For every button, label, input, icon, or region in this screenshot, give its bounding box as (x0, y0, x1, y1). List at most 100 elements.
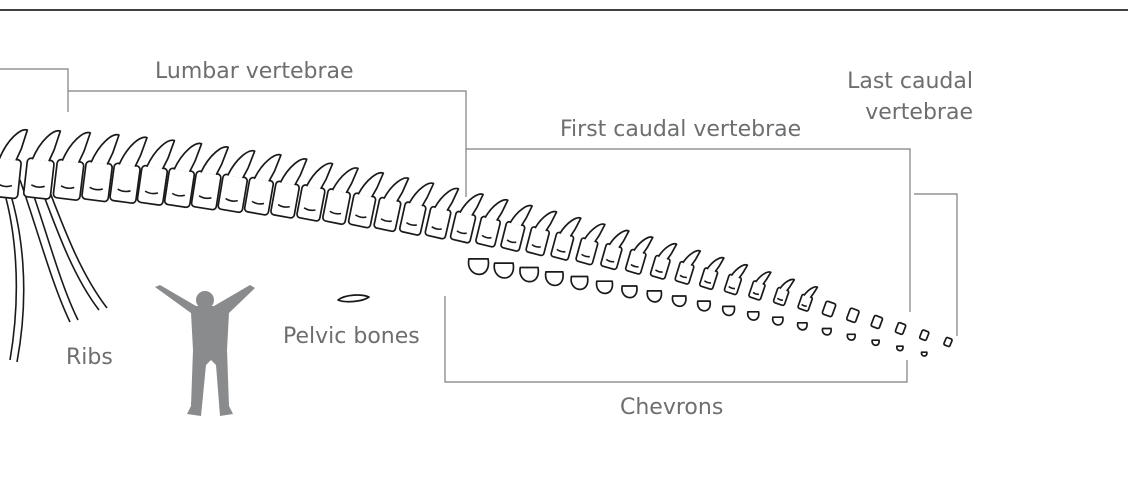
vertebra (822, 301, 836, 317)
neural-spine (384, 174, 409, 203)
chevron-bone (773, 317, 783, 325)
vertebra-body (374, 197, 402, 232)
last-caudal-label-line2: vertebrae (865, 100, 973, 125)
chevron-bone (622, 286, 637, 298)
vertebra (576, 219, 605, 265)
neural-spine (119, 134, 147, 167)
neural-spine (485, 196, 508, 222)
chevron-bone (897, 346, 903, 350)
vertebra-body (944, 337, 953, 347)
chevron-bone (546, 272, 564, 286)
first-caudal-vertebrae-label: First caudal vertebrae (560, 117, 801, 142)
chevron-bone (921, 352, 926, 356)
human-silhouette-icon (155, 285, 255, 416)
neural-spine (409, 179, 433, 207)
chevron-bone (469, 259, 489, 274)
neural-spine (280, 155, 306, 186)
vertebra (724, 261, 747, 296)
neural-spine (535, 208, 557, 233)
vertebra-body (82, 161, 113, 202)
vertebra-body (137, 165, 168, 205)
vertebra-body (871, 315, 883, 329)
vertebra-body (23, 158, 54, 200)
neural-spine (147, 137, 175, 170)
vertebra (650, 239, 677, 280)
vertebra (748, 268, 770, 301)
vertebra-body (244, 177, 274, 215)
vertebra (798, 283, 818, 312)
chevrons-label: Chevrons (620, 395, 723, 420)
vertebra (773, 276, 794, 307)
neural-spine (307, 160, 333, 191)
chevron-bone (571, 277, 588, 290)
chevron-bones (469, 259, 927, 356)
chevron-bone (798, 323, 807, 330)
neural-spine (174, 140, 201, 173)
neural-spine (510, 202, 532, 227)
neural-spine (228, 147, 255, 179)
pelvic-bones-label: Pelvic bones (283, 324, 420, 349)
rib (20, 180, 70, 322)
neural-spine (560, 214, 581, 238)
vertebra (919, 330, 929, 341)
chevron-bone (822, 329, 831, 335)
vertebra (675, 246, 701, 285)
vertebra-body (53, 159, 84, 200)
vertebra (625, 233, 653, 275)
vertebra-body (0, 157, 21, 199)
lumbar-vertebrae-label: Lumbar vertebrae (155, 59, 354, 84)
neural-spine (91, 132, 119, 166)
vertebra-body (322, 188, 351, 224)
ribs (0, 178, 107, 362)
vertebra (600, 226, 629, 270)
chevron-bone (647, 291, 661, 302)
neural-spine (254, 151, 281, 183)
vertebra-body (919, 330, 929, 341)
neural-spine (201, 144, 228, 176)
vertebra-body (425, 206, 452, 239)
vertebra-body (218, 174, 248, 213)
vertebra (895, 322, 906, 335)
chevron-bone (597, 281, 613, 293)
chevron-bone (748, 312, 759, 320)
vertebra-body (450, 211, 476, 243)
vertebra-body (191, 171, 221, 210)
chevron-bone (723, 306, 735, 315)
pelvic-bone (338, 295, 369, 302)
vertebra-body (164, 168, 195, 208)
chevron-bone (494, 263, 513, 278)
ribs-label: Ribs (66, 345, 113, 370)
vertebra-body (846, 308, 859, 323)
chevron-bone (698, 301, 711, 311)
neural-spine (585, 220, 605, 243)
vertebra (871, 315, 883, 329)
vertebra (551, 213, 581, 261)
vertebra-body (822, 301, 836, 317)
vertebra (944, 337, 953, 347)
neural-spine (435, 185, 459, 213)
chevron-bone (672, 296, 686, 306)
neural-spine (0, 127, 27, 161)
vertebra-body (270, 181, 299, 219)
vertebra-body (296, 184, 325, 221)
vertebra (699, 253, 724, 290)
thoracic-bracket (0, 69, 68, 112)
neural-spine (609, 227, 629, 249)
neural-spine (332, 164, 358, 194)
chevron-bone (847, 334, 855, 340)
vertebra-body (399, 201, 426, 235)
vertebra-body (110, 163, 141, 204)
chevron-bone (872, 340, 879, 345)
neural-spine (32, 128, 60, 162)
vertebra-body (348, 193, 376, 229)
chevron-bone (520, 268, 538, 282)
vertebra-body (895, 322, 906, 335)
chevrons-bracket (445, 296, 907, 382)
neural-spine (358, 169, 383, 198)
vertebral-column (0, 127, 952, 347)
neural-spine (62, 130, 90, 164)
last-caudal-label-line1: Last caudal (847, 69, 973, 94)
last-caudal-bracket (914, 194, 957, 336)
vertebra (846, 308, 859, 323)
